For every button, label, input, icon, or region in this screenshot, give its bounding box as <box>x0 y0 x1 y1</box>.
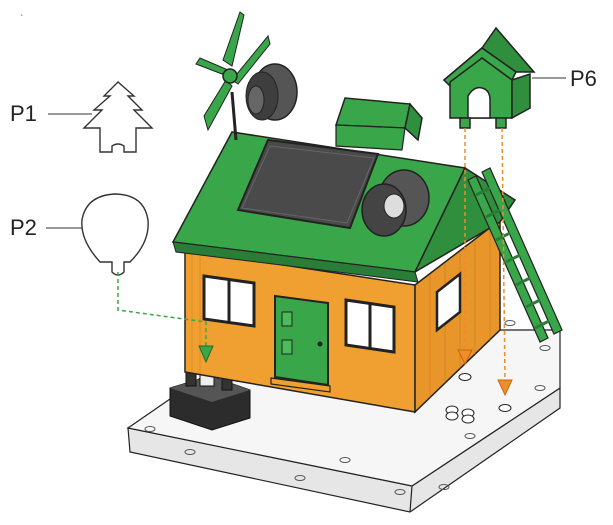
front-door <box>271 296 330 392</box>
window-left <box>204 276 254 326</box>
motor-cylinder <box>246 64 297 120</box>
stray-mark: ` <box>20 14 23 25</box>
windmill <box>196 12 297 140</box>
label-p6: P6 <box>570 68 597 90</box>
round-sign-part-outline <box>82 194 148 275</box>
label-p2: P2 <box>10 217 37 239</box>
birdhouse-part <box>444 28 534 128</box>
tree-part-outline <box>84 82 152 152</box>
label-p1: P1 <box>10 103 37 125</box>
window-right <box>346 300 394 352</box>
chimney <box>336 98 422 150</box>
